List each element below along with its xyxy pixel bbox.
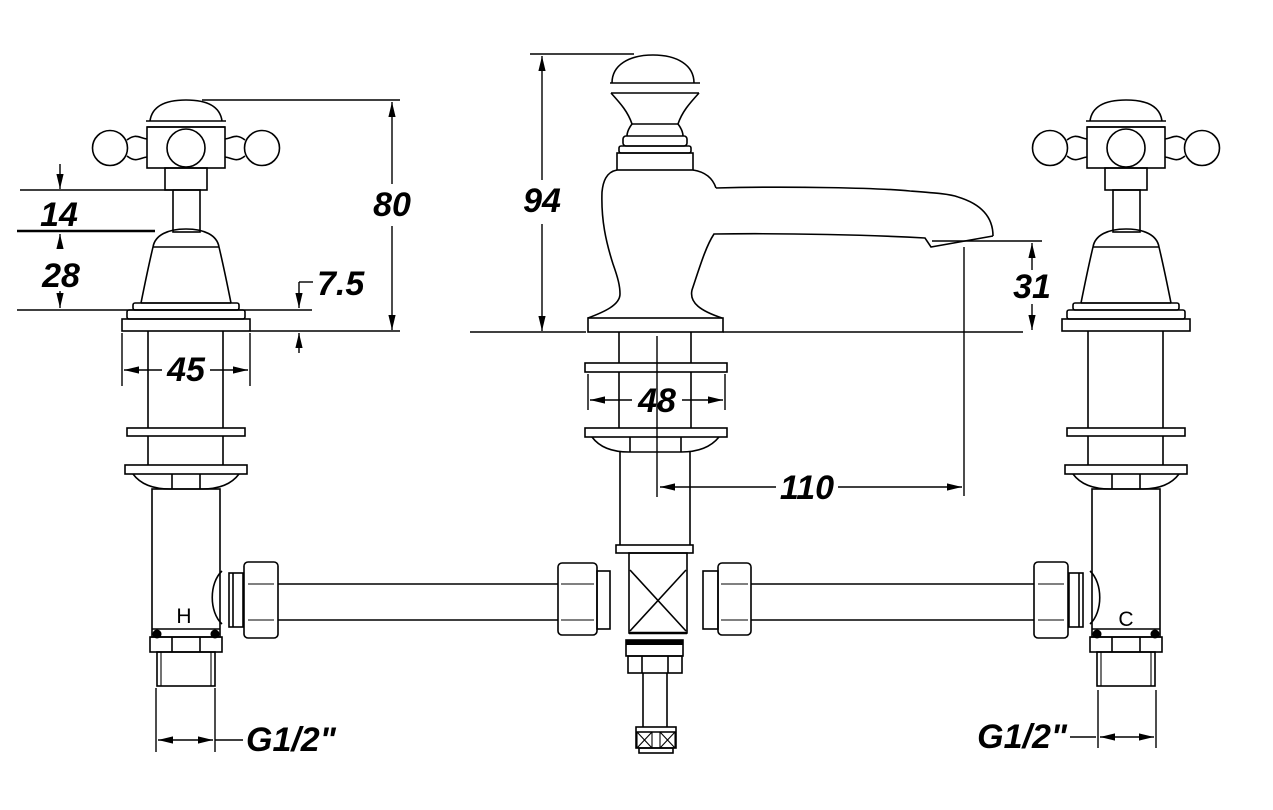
dim-label-valve-base-width: 45 (166, 351, 206, 389)
spout-base-plate (587, 317, 724, 333)
dimension-spout-reach: 110 (660, 469, 962, 507)
dimension-handle-exposure: 14 (40, 164, 78, 234)
cold-indicator-label: C (1118, 608, 1133, 631)
compression-nut-right (717, 562, 752, 636)
dimension-outlet-height: 31 (1013, 243, 1051, 330)
handle-cap (149, 99, 223, 122)
dim-label-base-plate-thickness: 7.5 (317, 265, 365, 303)
cold-valve-assembly (1031, 99, 1221, 687)
handle-bonnet (164, 167, 208, 191)
spout-knob (611, 54, 695, 84)
elbow-nut-right (1033, 561, 1069, 639)
knob-base-block (616, 152, 694, 171)
backnut (132, 473, 240, 490)
shank-washer-lower (124, 464, 248, 475)
handle-center-boss (166, 128, 206, 168)
elbow-right (1033, 561, 1101, 639)
dimension-spout-base-width: 48 (590, 382, 723, 420)
dimension-valve-height: 80 (373, 102, 411, 330)
compression-nut-left (557, 562, 598, 636)
valve-stem (172, 189, 201, 233)
dim-label-spout-height: 94 (523, 182, 561, 220)
extension-lines (17, 53, 1157, 752)
spout-washer-lower (584, 427, 728, 438)
spout-arm-underside (690, 232, 994, 319)
escutcheon-step (132, 302, 240, 311)
olive-right (702, 570, 719, 630)
tail-hex (627, 655, 683, 674)
dim-label-spout-base-width: 48 (637, 382, 676, 420)
olive (1068, 572, 1084, 628)
shank-washer-upper (126, 427, 246, 437)
dim-label-valve-height: 80 (373, 186, 411, 224)
escutcheon-dome (152, 228, 220, 248)
dimension-escutcheon-height: 28 (41, 234, 80, 308)
cross-diagonal (629, 569, 687, 632)
elbow-left (211, 561, 279, 639)
olive-left (596, 570, 611, 630)
dim-label-escutcheon-height: 28 (41, 257, 80, 295)
spout-assembly (584, 54, 994, 554)
inlet-thread (156, 651, 216, 687)
dimension-valve-base-width: 45 (124, 351, 248, 389)
dimension-base-plate-thickness: 7.5 (295, 265, 365, 353)
spout-arm-top (715, 186, 959, 198)
dim-label-outlet-height: 31 (1013, 268, 1051, 306)
supply-pipe-right (751, 583, 1034, 621)
body-hex (149, 636, 223, 653)
dim-label-cold-thread: G1/2" (977, 718, 1068, 756)
handle-hub (146, 126, 226, 169)
hot-valve-assembly (91, 99, 281, 687)
spout-backnut (591, 436, 720, 453)
hose-tail (635, 673, 677, 754)
dimension-spout-height: 94 (523, 56, 561, 331)
spout-washer-upper (584, 362, 728, 373)
spout-shoulder (692, 169, 717, 189)
manifold-top-flange (615, 544, 694, 554)
hot-indicator-label: H (176, 605, 191, 628)
base-plate (121, 318, 251, 332)
spout-tip (957, 196, 994, 237)
supply-pipe-left (278, 583, 558, 621)
dim-label-handle-exposure: 14 (40, 196, 78, 234)
dim-label-spout-reach: 110 (780, 469, 834, 507)
manifold-cross-assembly (557, 552, 752, 754)
handle-ball-left (91, 129, 129, 167)
elbow-nut-left (243, 561, 279, 639)
dim-label-hot-thread: G1/2" (246, 721, 337, 759)
collar-seal-band (626, 640, 683, 645)
spout-body-left-outline (587, 169, 621, 319)
olive (228, 572, 244, 628)
dimension-hot-thread: G1/2" (158, 721, 337, 759)
dimension-cold-thread: G1/2" (977, 718, 1154, 756)
cross-body (628, 552, 688, 634)
handle-ball-right (243, 129, 281, 167)
